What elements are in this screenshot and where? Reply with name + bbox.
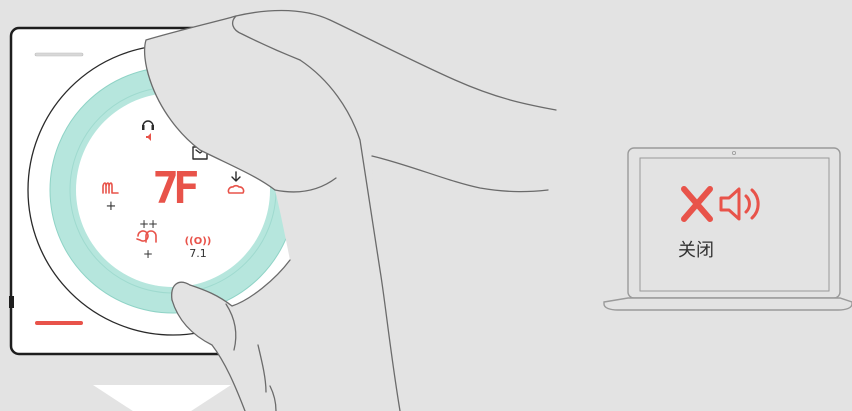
pairing-plus-top: ++ bbox=[139, 217, 157, 231]
laptop: 关闭 bbox=[604, 148, 852, 310]
laptop-screen bbox=[640, 158, 829, 291]
status-text: 关闭 bbox=[678, 240, 714, 261]
led-strip-bottom bbox=[35, 321, 83, 325]
pairing-plus-bottom: + bbox=[143, 247, 153, 261]
sidetone-plus: + bbox=[106, 199, 117, 214]
surround-value: 7.1 bbox=[189, 247, 207, 260]
led-strip-top bbox=[35, 53, 83, 56]
down-arrow bbox=[93, 385, 231, 411]
laptop-base bbox=[604, 298, 852, 310]
display-digits: 7F bbox=[153, 163, 197, 214]
surround-waves: ((O)) bbox=[185, 236, 212, 247]
